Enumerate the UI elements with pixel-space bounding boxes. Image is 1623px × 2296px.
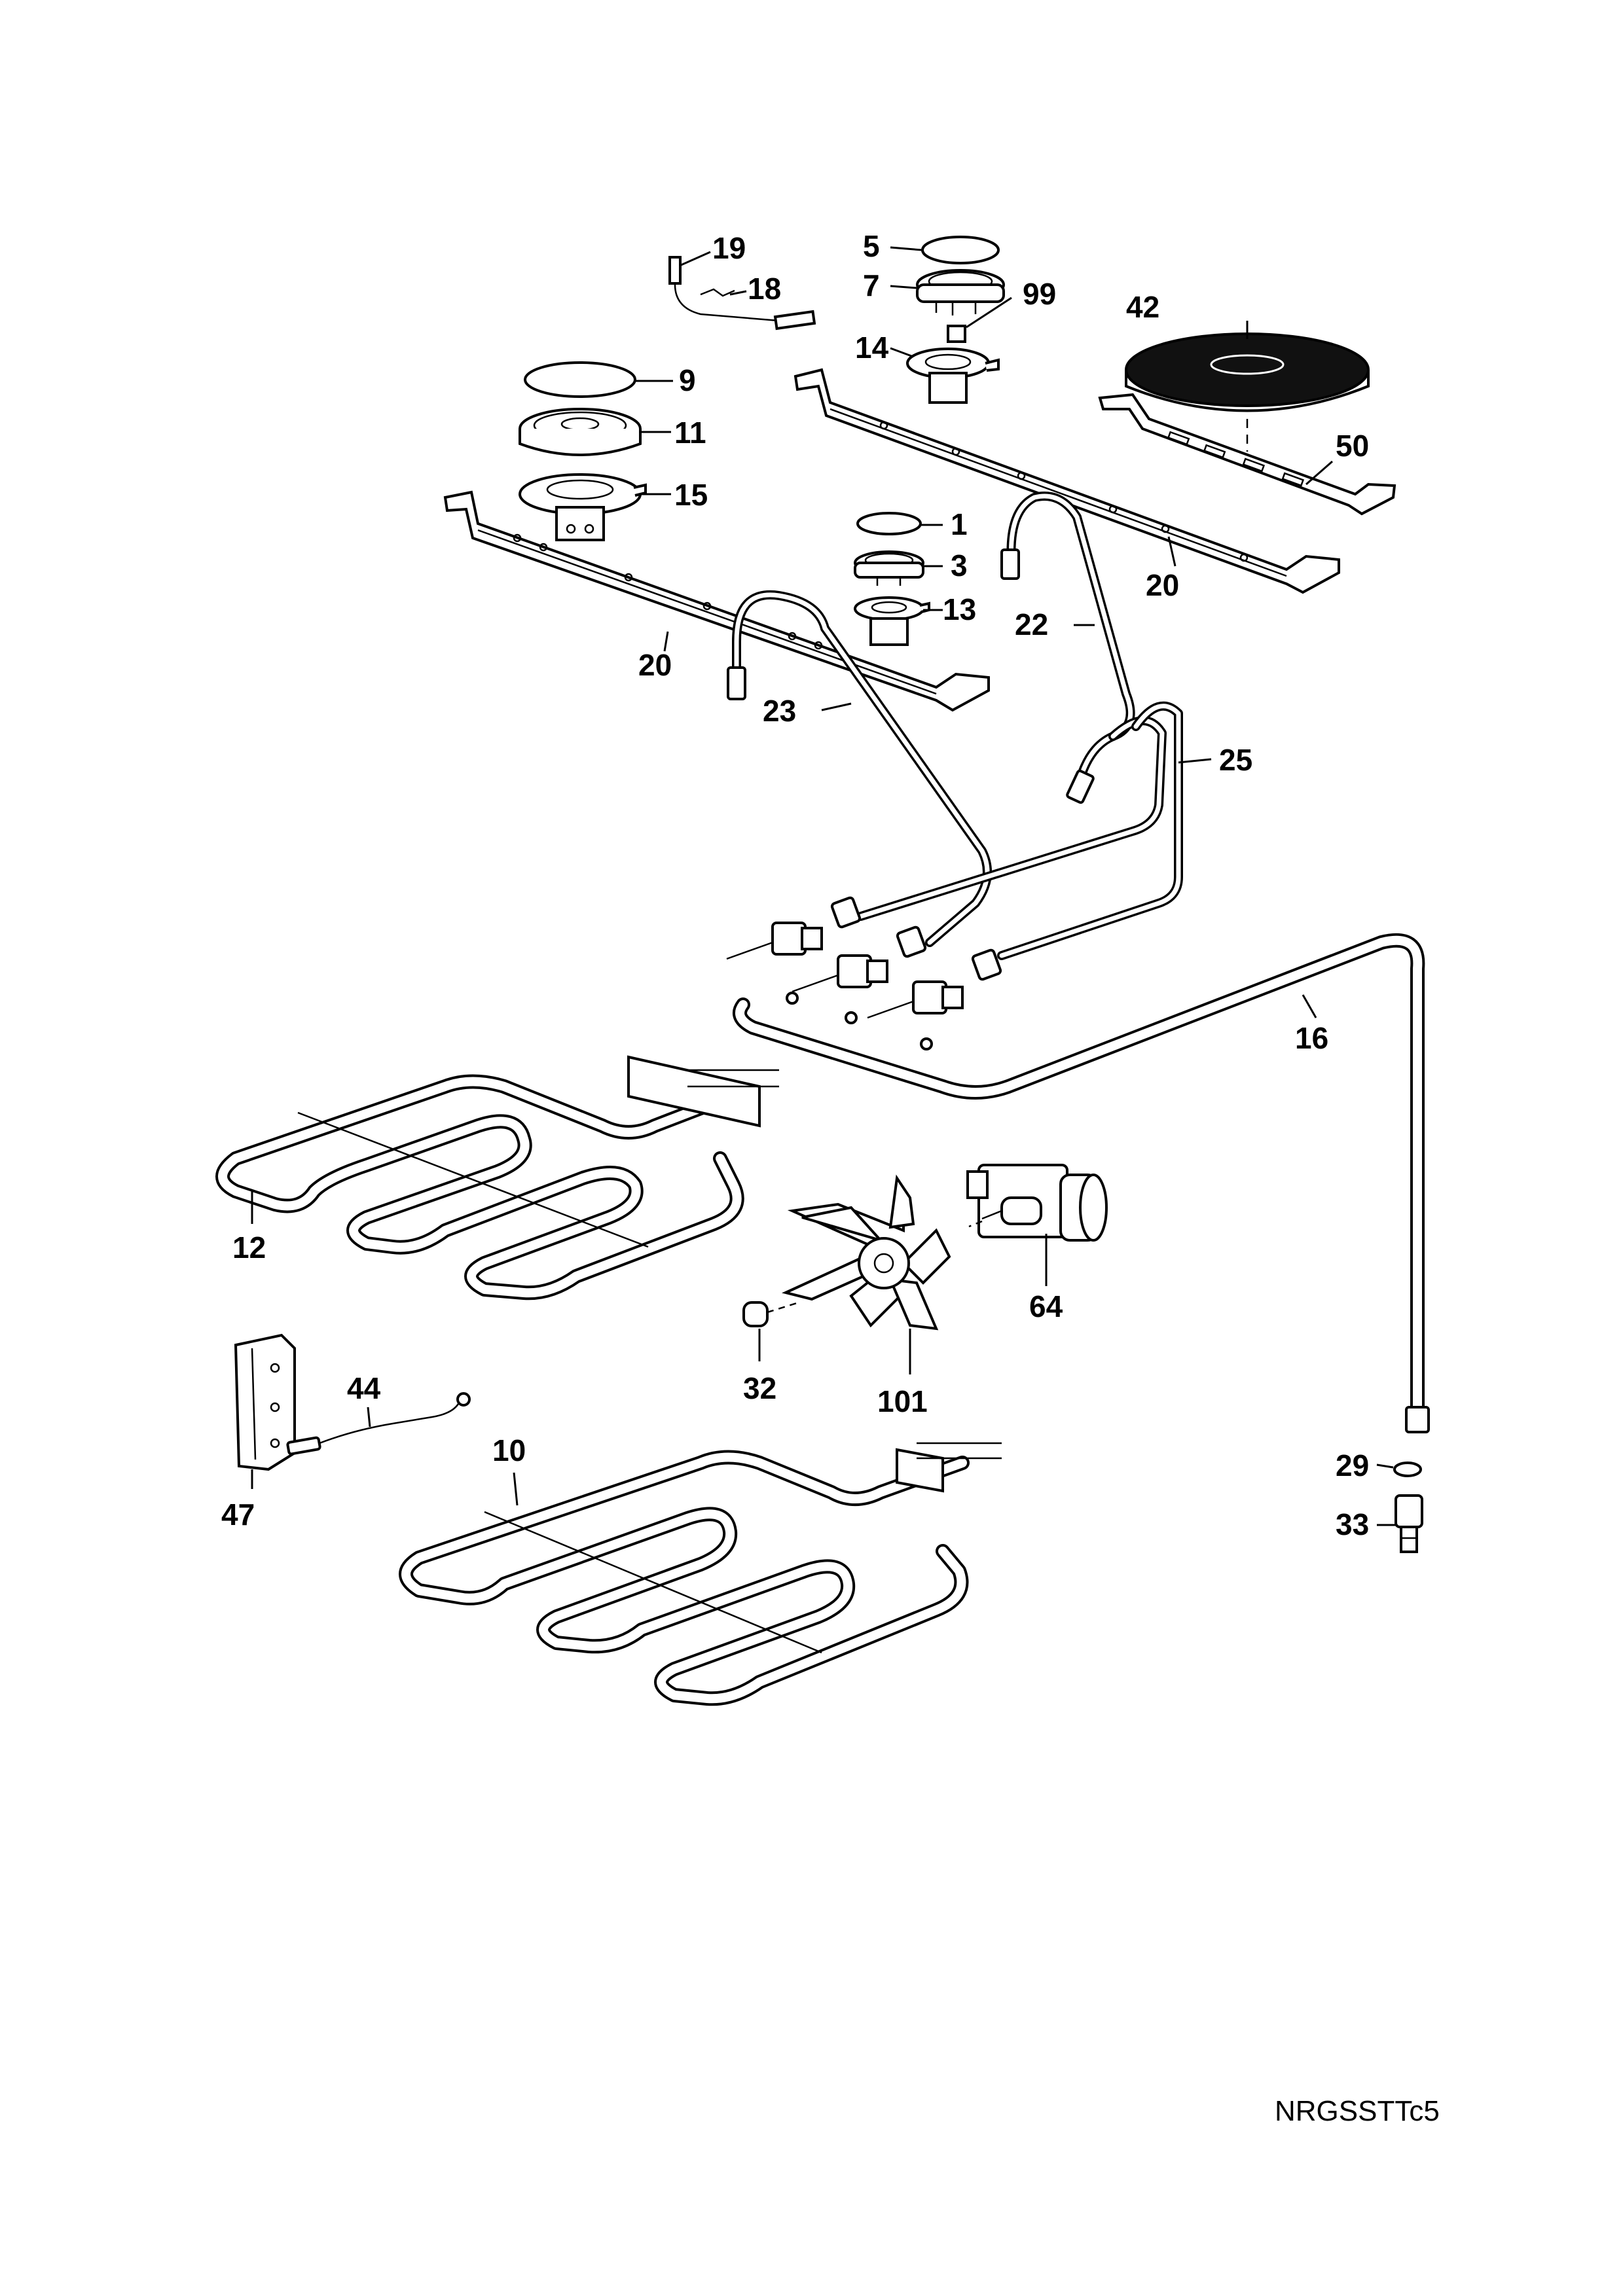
gas-tap-middle bbox=[792, 925, 927, 993]
burner-body-15 bbox=[519, 473, 647, 541]
label-33: 33 bbox=[1336, 1507, 1369, 1541]
gas-supply-pipe-16 bbox=[733, 933, 1430, 1433]
label-64: 64 bbox=[1029, 1289, 1063, 1323]
leader-25 bbox=[1178, 758, 1212, 764]
burner-cap-9 bbox=[524, 361, 636, 398]
label-14: 14 bbox=[855, 331, 889, 365]
drawing-code: NRGSSTTc5 bbox=[1275, 2095, 1440, 2127]
gas-fitting-33 bbox=[1395, 1494, 1423, 1553]
label-11: 11 bbox=[674, 416, 706, 450]
burner-cap-5 bbox=[921, 236, 1000, 264]
burner-body-13 bbox=[854, 596, 930, 646]
gas-pipe-25 bbox=[997, 701, 1183, 960]
label-20-left: 20 bbox=[638, 648, 672, 682]
label-44: 44 bbox=[347, 1371, 381, 1405]
label-3: 3 bbox=[951, 548, 968, 583]
label-1: 1 bbox=[951, 507, 968, 541]
support-rail-20-left bbox=[443, 490, 990, 712]
label-25: 25 bbox=[1219, 743, 1252, 777]
hotplate-bracket-50 bbox=[1098, 393, 1396, 516]
label-19: 19 bbox=[712, 231, 746, 265]
gas-tap-right bbox=[867, 948, 1002, 1019]
leader-7 bbox=[890, 285, 917, 289]
label-20-right: 20 bbox=[1146, 568, 1179, 602]
fan-blade-101 bbox=[781, 1174, 951, 1331]
leader-10 bbox=[513, 1472, 519, 1506]
leader-16 bbox=[1302, 994, 1317, 1018]
heating-element-12 bbox=[215, 1055, 779, 1300]
hotplate-42 bbox=[1125, 332, 1370, 412]
leader-5 bbox=[890, 246, 922, 251]
label-22: 22 bbox=[1015, 607, 1048, 641]
heating-element-10 bbox=[399, 1442, 1002, 1706]
label-7: 7 bbox=[863, 268, 880, 302]
label-29: 29 bbox=[1336, 1448, 1369, 1482]
leader-20-right bbox=[1167, 536, 1176, 567]
label-101: 101 bbox=[877, 1384, 928, 1418]
label-15: 15 bbox=[674, 478, 708, 512]
label-12: 12 bbox=[232, 1230, 266, 1265]
label-18: 18 bbox=[748, 272, 781, 306]
burner-cap-1 bbox=[856, 512, 922, 535]
label-47: 47 bbox=[221, 1498, 255, 1532]
burner-crown-11 bbox=[519, 408, 642, 456]
leader-44 bbox=[367, 1407, 371, 1427]
label-32: 32 bbox=[743, 1371, 776, 1405]
washer-29 bbox=[1393, 1462, 1422, 1477]
burner-body-14 bbox=[906, 348, 1000, 404]
leader-99 bbox=[966, 296, 1012, 329]
label-16: 16 bbox=[1295, 1021, 1328, 1055]
gas-pipe-22 bbox=[856, 492, 1167, 921]
label-10: 10 bbox=[492, 1433, 526, 1467]
leader-29 bbox=[1376, 1463, 1394, 1469]
label-9: 9 bbox=[679, 363, 696, 397]
fan-nut-32 bbox=[742, 1301, 799, 1327]
label-5: 5 bbox=[863, 229, 880, 263]
sensor-cable-44 bbox=[286, 1392, 471, 1456]
label-50: 50 bbox=[1336, 429, 1369, 463]
injector-99 bbox=[947, 325, 966, 343]
label-99: 99 bbox=[1023, 277, 1056, 311]
burner-crown-3 bbox=[854, 550, 924, 586]
thermocouple-part bbox=[668, 256, 816, 331]
fan-motor-64 bbox=[966, 1164, 1108, 1242]
leader-20-left bbox=[663, 631, 669, 652]
terminal-block-47 bbox=[234, 1333, 296, 1471]
leader-50 bbox=[1305, 460, 1333, 486]
gas-tap-left bbox=[726, 896, 862, 960]
leader-14 bbox=[890, 347, 914, 358]
leader-23 bbox=[821, 702, 852, 711]
support-rail-20-right bbox=[793, 368, 1340, 594]
label-23: 23 bbox=[763, 694, 796, 728]
burner-crown-7 bbox=[916, 269, 1005, 315]
leader-19 bbox=[680, 251, 711, 266]
label-42: 42 bbox=[1126, 290, 1159, 324]
leader-18 bbox=[729, 290, 747, 296]
label-13: 13 bbox=[943, 592, 976, 626]
